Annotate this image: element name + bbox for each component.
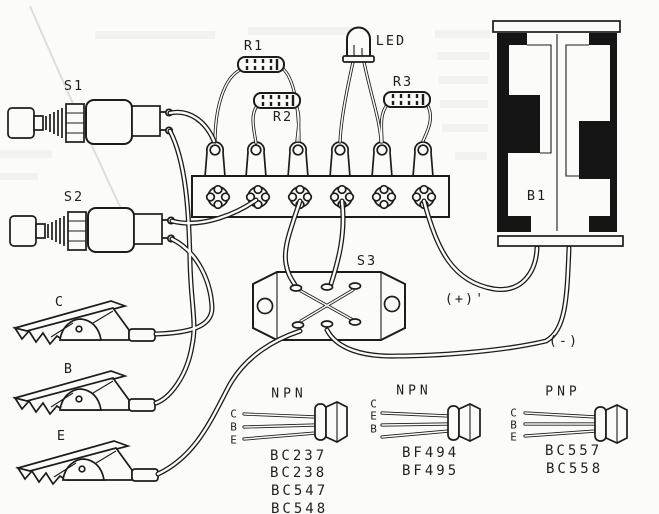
t3-pin-3: E xyxy=(510,430,518,444)
alligator-clip-e xyxy=(17,440,159,485)
t1-model-1: BC237 xyxy=(270,448,328,464)
wire-s2-to-screw2 xyxy=(170,198,258,225)
battery-cell-right xyxy=(579,33,617,232)
t2-model-2: BF495 xyxy=(402,463,460,479)
label-s3: S3 xyxy=(356,253,378,269)
resistor-r2 xyxy=(252,91,302,110)
s3-crossbar-2 xyxy=(300,289,354,322)
t2-lead-b xyxy=(381,430,450,438)
led-lead-left xyxy=(339,61,354,143)
t1-lead-b xyxy=(243,424,317,428)
t1-lead-e xyxy=(243,432,317,440)
t1-pin-2: B xyxy=(230,420,238,434)
t1-lead-c xyxy=(243,413,317,418)
t1-model-4: BC548 xyxy=(271,501,329,514)
t3-pin-1: C xyxy=(510,406,518,420)
t1-type: NPN xyxy=(271,386,307,402)
t3-lead-e xyxy=(524,430,597,437)
pushbutton-s2 xyxy=(9,207,176,253)
transistor-package-1 xyxy=(314,401,348,443)
label-b1: B1 xyxy=(526,188,548,204)
battery-top-plate xyxy=(492,20,621,33)
t1-model-3: BC547 xyxy=(271,483,329,499)
label-r1: R1 xyxy=(243,38,265,54)
terminal-strip xyxy=(191,141,450,218)
battery-bottom-plate xyxy=(497,235,624,247)
t2-pin-3: B xyxy=(370,422,378,436)
transistor-package-3 xyxy=(594,404,628,444)
r2-lead-left xyxy=(252,105,258,144)
terminal-strip-body xyxy=(191,175,450,218)
wire-clip-e-to-s3 xyxy=(156,329,302,476)
s3-terminals xyxy=(289,282,362,329)
label-r3: R3 xyxy=(392,74,414,90)
t2-lead-c xyxy=(381,412,450,417)
wire-s2-to-clip-c xyxy=(153,236,215,337)
t3-type: PNP xyxy=(545,384,581,400)
t2-pin-2: E xyxy=(370,409,378,423)
led-body xyxy=(342,26,375,63)
hookup-wires xyxy=(153,109,572,477)
wire-s1-to-clip-b xyxy=(154,129,196,405)
alligator-clip-c xyxy=(14,300,156,345)
t1-model-2: BC238 xyxy=(270,465,328,481)
label-clip-c: C xyxy=(54,294,66,310)
t2-lead-e xyxy=(381,423,450,426)
r1-lead-left xyxy=(214,69,241,143)
led-lead-right xyxy=(363,61,382,143)
t2-type: NPN xyxy=(396,383,432,399)
r3-lead-right xyxy=(422,103,432,142)
resistor-r1 xyxy=(236,55,286,74)
t3-pin-2: B xyxy=(510,418,518,432)
t3-model-2: BC558 xyxy=(546,461,604,477)
wire-s2-to-clip-c xyxy=(154,237,214,336)
t1-pin-3: E xyxy=(230,433,238,447)
wire-screw6-to-battery-plus xyxy=(422,199,539,291)
s3-mount-hole-left xyxy=(256,297,274,315)
label-battery-plus: (+)' xyxy=(444,291,486,307)
transistor-package-2 xyxy=(447,403,481,442)
label-battery-minus: (-) xyxy=(548,333,580,349)
component-leads xyxy=(213,60,598,441)
t1-pin-1: C xyxy=(230,407,238,421)
battery-cell-left xyxy=(497,33,540,232)
wire-screw3-to-s3 xyxy=(284,199,302,287)
label-r2: R2 xyxy=(272,109,294,125)
label-led: LED xyxy=(375,33,407,49)
t3-lead-c xyxy=(524,412,597,418)
wire-battery-minus-to-s3 xyxy=(325,246,571,358)
label-clip-b: B xyxy=(63,361,75,377)
battery-b1 xyxy=(492,20,624,247)
resistor-r3 xyxy=(382,90,432,109)
pushbutton-s1 xyxy=(7,99,174,145)
wire-s1-to-lug1 xyxy=(168,111,216,143)
wire-screw4-to-s3 xyxy=(329,199,345,286)
r2-lead-right xyxy=(295,105,300,142)
label-s1: S1 xyxy=(63,78,85,94)
label-clip-e: E xyxy=(56,428,68,444)
alligator-clip-b xyxy=(14,370,156,415)
t2-pin-1: C xyxy=(370,397,378,411)
r3-lead-left xyxy=(380,104,388,143)
t3-model-1: BC557 xyxy=(545,443,603,459)
label-s2: S2 xyxy=(63,189,85,205)
t2-model-1: BF494 xyxy=(402,445,460,461)
s3-mount-hole-right xyxy=(383,295,401,313)
